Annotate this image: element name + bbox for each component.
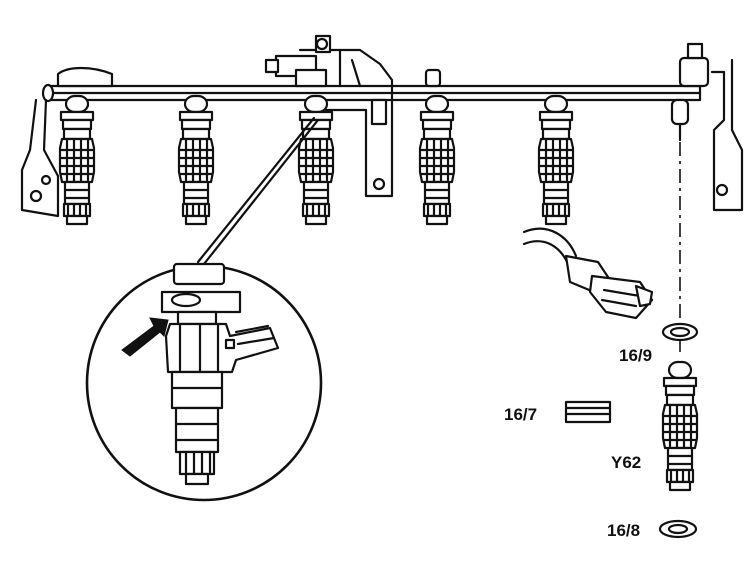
callout-seal-upper: 16/9 — [619, 346, 652, 365]
detail-leader-line — [196, 116, 320, 266]
seal-ring-lower — [658, 519, 698, 539]
callout-filter: 16/7 — [504, 405, 537, 424]
indicator-arrow-icon — [121, 317, 169, 357]
injector-5 — [537, 94, 575, 226]
injector-1 — [58, 94, 96, 226]
injector-4 — [418, 94, 456, 226]
injector-2 — [177, 94, 215, 226]
injector-3 — [297, 94, 335, 226]
rail-cap — [424, 68, 442, 88]
pressure-regulator — [670, 42, 744, 212]
seal-ring-upper — [661, 322, 699, 342]
callout-seal-lower: 16/8 — [607, 521, 640, 540]
callout-injector: Y62 — [611, 453, 641, 472]
filter-strainer — [564, 400, 612, 424]
fuel-rail — [41, 83, 702, 103]
replacement-injector — [661, 360, 699, 492]
wiring-connector-plug — [522, 227, 654, 320]
fuel-inlet-fitting — [264, 34, 394, 198]
left-mounting-bracket — [20, 66, 114, 218]
detail-zoom-circle — [85, 262, 323, 502]
